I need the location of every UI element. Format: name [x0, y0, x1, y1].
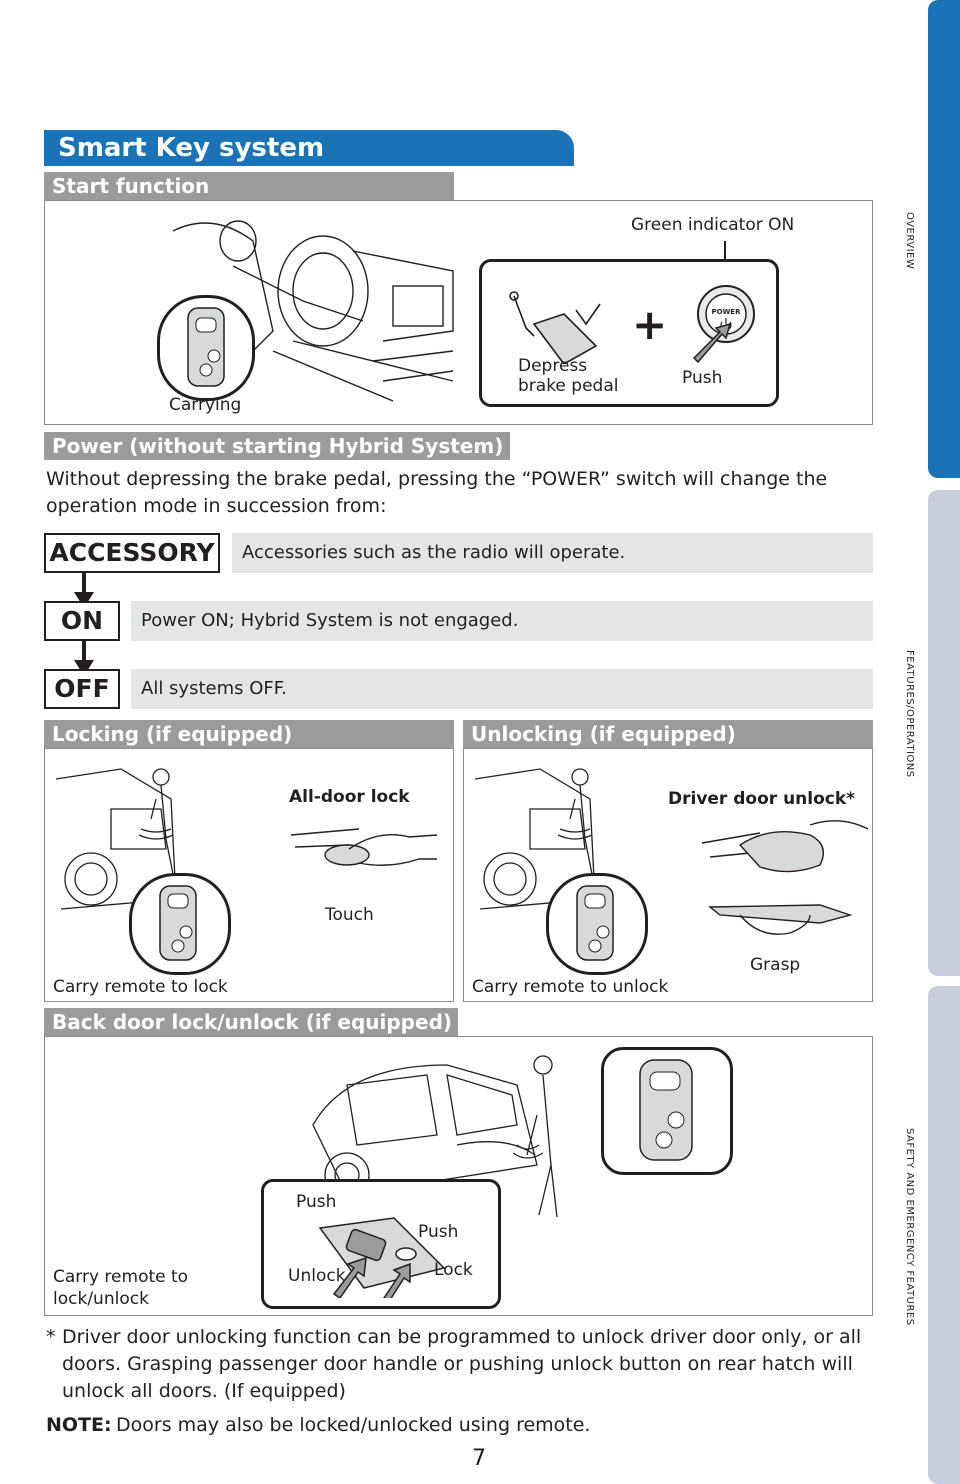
tab-safety[interactable] [928, 986, 960, 1484]
start-function-header: Start function [44, 172, 454, 200]
mode-accessory-desc: Accessories such as the radio will opera… [232, 533, 873, 573]
arrow-down-icon [74, 572, 94, 608]
note-text: Doors may also be locked/unlocked using … [116, 1414, 591, 1436]
push-label-1: Push [296, 1192, 337, 1212]
unlocking-panel: Driver door unlock* Grasp Carry remote t… [463, 748, 873, 1002]
unlocking-caption: Driver door unlock* [668, 789, 856, 809]
plus-icon: + [632, 300, 668, 349]
key-fob-icon [639, 1059, 693, 1161]
start-function-panel: Carrying Green indicator ON + POWER Depr… [44, 200, 873, 425]
car-side-illustration [55, 768, 177, 910]
driver-illustration [172, 220, 454, 402]
carrying-label: Carrying [169, 395, 242, 415]
push-label-2: Push [418, 1222, 459, 1242]
mode-on-desc: Power ON; Hybrid System is not engaged. [131, 601, 873, 641]
mode-off: OFF [44, 669, 120, 709]
key-fob-backdoor [601, 1047, 733, 1175]
key-fob-carrying [157, 295, 255, 401]
hand-grasp-icon [701, 820, 869, 935]
hand-touch-icon [290, 828, 438, 866]
brake-pedal-icon [509, 291, 601, 364]
page-title: Smart Key system [44, 130, 574, 166]
key-fob-unlock [546, 873, 648, 975]
power-header: Power (without starting Hybrid System) [44, 432, 510, 460]
touch-label: Touch [325, 905, 374, 925]
green-indicator-label: Green indicator ON [631, 215, 795, 235]
unlocking-header: Unlocking (if equipped) [463, 720, 873, 748]
power-button-icon[interactable]: POWER [690, 284, 760, 364]
key-fob-icon [576, 885, 614, 961]
arrow-down-icon [74, 640, 94, 676]
mode-off-desc: All systems OFF. [131, 669, 873, 709]
lock-label: Lock [434, 1260, 473, 1280]
locking-panel: All-door lock Touch Carry remote to lock [44, 748, 454, 1002]
footnote-star: * [46, 1326, 56, 1348]
grasp-label: Grasp [750, 955, 801, 975]
backdoor-inset: Push Push Unlock Lock [261, 1179, 501, 1309]
depress-label: Depress [518, 356, 588, 376]
tab-features-label: FEATURES/OPERATIONS [904, 650, 915, 778]
key-fob-icon [187, 307, 225, 387]
push-label: Push [682, 368, 723, 388]
note-label: NOTE: [46, 1414, 112, 1436]
tab-safety-label: SAFETY AND EMERGENCY FEATURES [904, 1128, 915, 1326]
backdoor-carry-line2: lock/unlock [53, 1289, 149, 1309]
mode-on: ON [44, 601, 120, 641]
mode-accessory: ACCESSORY [44, 533, 220, 573]
backdoor-header: Back door lock/unlock (if equipped) [44, 1008, 458, 1036]
key-fob-icon [159, 885, 197, 961]
tab-overview[interactable] [928, 0, 960, 478]
key-fob-lock [129, 873, 231, 975]
page-number: 7 [472, 1446, 486, 1471]
backdoor-panel: Push Push Unlock Lock Carry remote to lo… [44, 1036, 873, 1316]
brake-pedal-label: brake pedal [518, 376, 619, 396]
start-inset-panel: + POWER Depress brake pedal Push [479, 259, 779, 407]
locking-carry-label: Carry remote to lock [53, 977, 228, 997]
unlock-label: Unlock [288, 1266, 346, 1286]
backdoor-carry-line1: Carry remote to [53, 1267, 189, 1287]
tab-overview-label: OVERVIEW [904, 212, 915, 270]
svg-text:POWER: POWER [712, 308, 742, 316]
footnote-text: Driver door unlocking function can be pr… [62, 1326, 862, 1402]
tab-features[interactable] [928, 490, 960, 976]
locking-caption: All-door lock [289, 787, 410, 807]
power-intro: Without depressing the brake pedal, pres… [46, 468, 828, 517]
locking-header: Locking (if equipped) [44, 720, 454, 748]
hatch-buttons-icon [318, 1217, 446, 1298]
unlocking-carry-label: Carry remote to unlock [472, 977, 669, 997]
car-rear-illustration [312, 1055, 558, 1218]
